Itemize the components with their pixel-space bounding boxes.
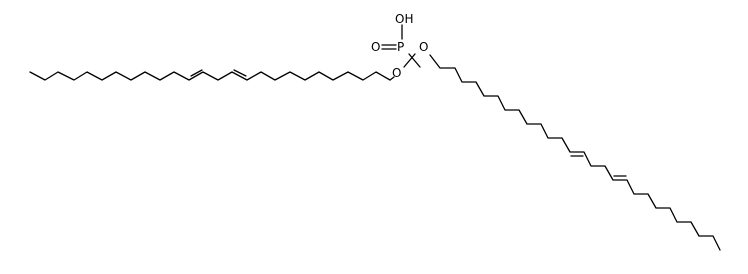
atom-labels: OH P O O O xyxy=(371,12,428,80)
phosphate-group xyxy=(381,24,421,81)
atom-label-o-left: O xyxy=(392,66,401,80)
atom-label-p: P xyxy=(397,40,404,54)
left-double-bond-1 xyxy=(190,69,203,77)
atom-label-oh: OH xyxy=(395,12,413,26)
left-alkyl-chain xyxy=(29,69,391,81)
left-chain-skeleton xyxy=(29,71,391,81)
bond-oleft-chain xyxy=(389,76,395,81)
bond-oleft-p xyxy=(403,53,416,68)
right-chain-skeleton xyxy=(429,54,721,251)
atom-label-o-right: O xyxy=(419,40,428,54)
right-alkyl-chain xyxy=(429,54,721,251)
left-double-bond-2 xyxy=(233,69,247,77)
atom-label-o-double: O xyxy=(371,40,380,54)
bond-p-oright xyxy=(408,53,421,68)
